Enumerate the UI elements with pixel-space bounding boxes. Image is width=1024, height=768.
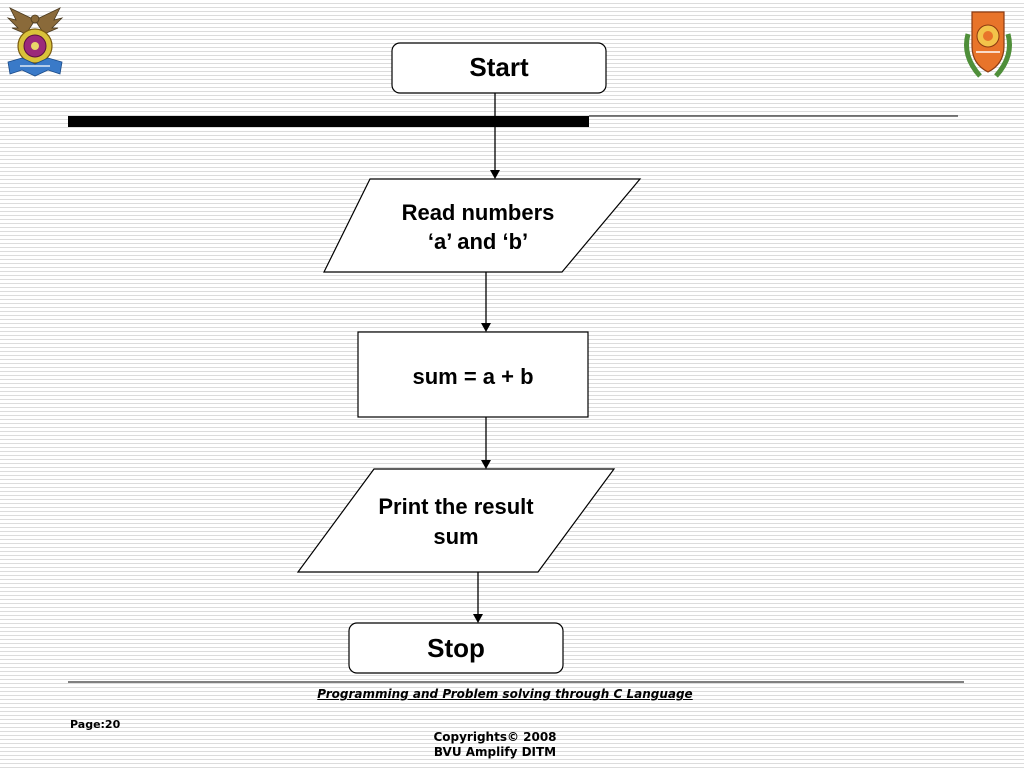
arrowhead-read xyxy=(490,170,500,179)
read-input-label-line2: ‘a’ and ‘b’ xyxy=(427,229,529,254)
page-number: Page:20 xyxy=(70,718,121,731)
process-box xyxy=(357,331,589,418)
start-label: Start xyxy=(469,52,529,82)
read-input-box xyxy=(323,178,642,273)
stop-terminal xyxy=(348,622,564,674)
copyright-line-1: Copyrights© 2008 xyxy=(433,730,557,744)
read-input-label-line1: Read numbers xyxy=(401,200,555,225)
output-label-line2: sum xyxy=(433,524,479,549)
output-label-line1: Print the result xyxy=(378,494,534,519)
copyright-line-2: BVU Amplify DITM xyxy=(433,745,557,759)
header-bar-thick xyxy=(68,116,589,127)
arrowhead-process xyxy=(481,323,491,332)
stop-label: Stop xyxy=(427,633,485,663)
process-label: sum = a + b xyxy=(412,364,534,389)
start-terminal xyxy=(391,42,607,94)
arrowhead-stop xyxy=(473,614,483,623)
output-box xyxy=(296,468,616,573)
university-emblem-icon xyxy=(6,7,64,77)
arrowhead-output xyxy=(481,460,491,469)
footer-course-title: Programming and Problem solving through … xyxy=(317,687,693,701)
institute-crest-icon xyxy=(964,11,1012,78)
